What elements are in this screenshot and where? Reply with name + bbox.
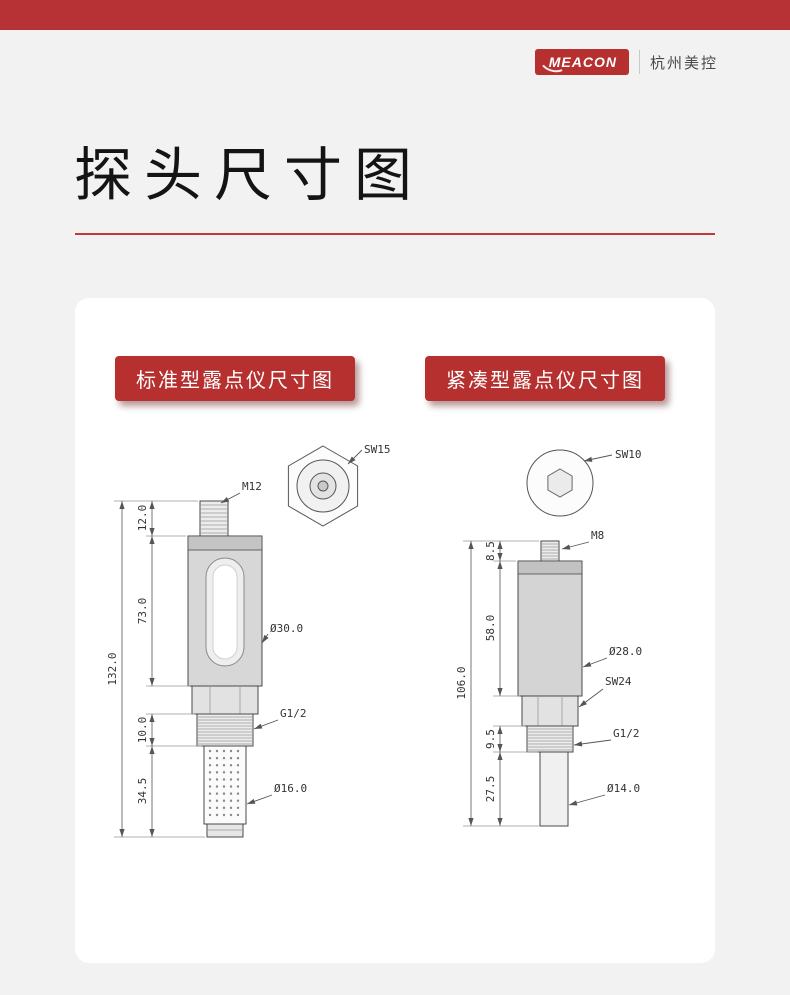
leader-m8: M8 (561, 529, 604, 552)
mount-thread-hatch (197, 716, 253, 745)
label-m8: M8 (591, 529, 604, 542)
brand-chinese-name: 杭州美控 (649, 54, 718, 72)
probe-tube (539, 751, 569, 827)
top-red-bar (0, 0, 790, 30)
dim-overall-text: 106.0 (455, 666, 468, 699)
compact-top-view (526, 449, 594, 517)
label-filter-dia: Ø16.0 (274, 782, 307, 795)
leader-m12: M12 (219, 480, 262, 506)
dim-thread-text: 10.0 (136, 717, 149, 744)
standard-top-view (287, 445, 359, 527)
label-sw15: SW15 (364, 443, 391, 456)
dim-filter-text: 34.5 (136, 778, 149, 805)
hex-nut (521, 695, 579, 727)
dim-overall-text: 132.0 (106, 652, 119, 685)
badge-compact-type: 紧凑型露点仪尺寸图 (425, 356, 665, 401)
dim-stud: 12.0 (136, 501, 155, 536)
brand-name: MEACON (548, 54, 617, 70)
leader-filter-dia: Ø16.0 (246, 782, 307, 807)
dim-body: 58.0 (484, 561, 503, 696)
dim-tube-text: 27.5 (484, 776, 497, 803)
title-underline (75, 233, 715, 235)
dim-overall: 132.0 (106, 501, 125, 837)
compact-probe-drawing: SW10 (455, 448, 642, 827)
page-title: 探头尺寸图 (74, 143, 425, 208)
label-g12: G1/2 (280, 707, 307, 720)
mount-thread-hatch (527, 728, 573, 751)
leader-sw24: SW24 (577, 675, 632, 710)
label-g12: G1/2 (613, 727, 640, 740)
leader-g12: G1/2 (573, 727, 640, 748)
dim-overall: 106.0 (455, 541, 474, 826)
label-tube-dia: Ø14.0 (607, 782, 640, 795)
stud-thread-hatch (541, 543, 559, 560)
label-sw10: SW10 (615, 448, 642, 461)
dim-stud-text: 8.5 (484, 541, 497, 561)
sensor-window (212, 564, 238, 660)
dim-tube: 27.5 (484, 752, 503, 826)
brand-area: MEACON 杭州美控 (534, 48, 718, 76)
leader-sw15: SW15 (346, 443, 391, 466)
leader-body-dia: Ø28.0 (582, 645, 642, 670)
label-sw24: SW24 (605, 675, 632, 688)
sinter-filter (203, 745, 247, 825)
dim-thread-text: 9.5 (484, 729, 497, 749)
meacon-logo: MEACON (534, 48, 629, 76)
label-body-dia: Ø30.0 (270, 622, 303, 635)
stud-thread-hatch (200, 504, 228, 534)
label-body-dia: Ø28.0 (609, 645, 642, 658)
hex-nut (191, 685, 259, 715)
standard-side-view (187, 500, 263, 838)
leader-body-dia: Ø30.0 (259, 622, 303, 645)
badge-standard-type: 标准型露点仪尺寸图 (115, 356, 355, 401)
dim-body: 73.0 (136, 536, 155, 686)
dim-stud: 8.5 (484, 541, 503, 561)
extension-lines (463, 540, 539, 827)
dim-filter: 34.5 (136, 746, 155, 837)
leader-tube-dia: Ø14.0 (568, 782, 640, 808)
compact-side-view (517, 540, 583, 827)
logo-swoosh-icon (537, 48, 570, 76)
label-m12: M12 (242, 480, 262, 493)
brand-divider (638, 50, 640, 74)
content-card: 标准型露点仪尺寸图 紧凑型露点仪尺寸图 SW15 (75, 298, 715, 963)
dim-thread: 9.5 (484, 726, 503, 752)
leader-g12: G1/2 (253, 707, 307, 732)
dim-body-text: 73.0 (136, 598, 149, 625)
filter-dots (208, 749, 240, 822)
dim-thread: 10.0 (136, 714, 155, 746)
leader-sw10: SW10 (583, 448, 642, 464)
standard-probe-drawing: SW15 (106, 443, 391, 838)
extension-lines (114, 500, 205, 838)
dim-stud-text: 12.0 (136, 505, 149, 532)
dim-body-text: 58.0 (484, 615, 497, 642)
